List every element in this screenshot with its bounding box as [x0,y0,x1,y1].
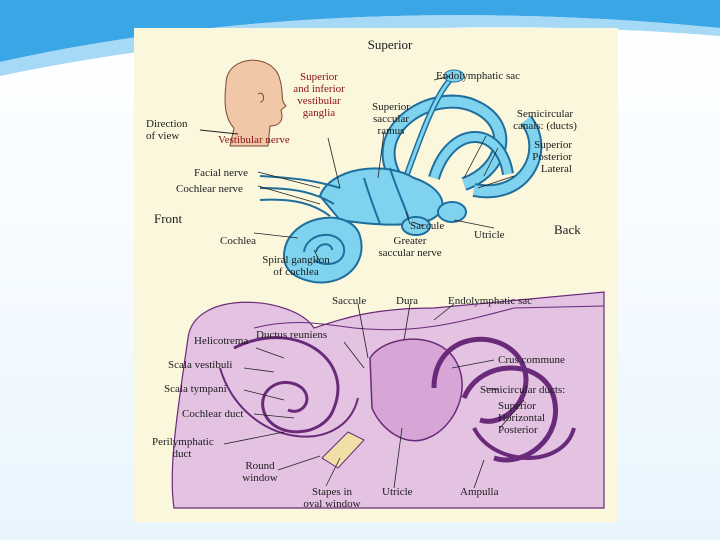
cochlea-spiral [282,216,363,284]
label-lower-utricle: Utricle [382,486,413,498]
semicircular-canals [381,94,543,199]
head-figure [224,59,287,147]
label-greater-saccular-nerve: Greater saccular nerve [378,235,442,259]
label-back: Back [554,222,581,237]
label-duct-names: Superior Horizontal Posterior [498,400,546,436]
label-ductus-reuniens: Ductus reuniens [256,329,328,341]
inner-ear-illustration [171,59,605,509]
label-ampulla: Ampulla [460,486,499,498]
label-scala-tympani: Scala tympani [164,383,227,395]
upper-leader-lines [253,75,515,263]
label-semicircular-canals: Semicircular canals: (ducts) [513,108,577,132]
label-scala-vestibuli: Scala vestibuli [168,359,233,371]
label-vestibular-nerve: Vestibular nerve [218,134,290,146]
lower-section-tissue [171,291,605,509]
vestibule [318,167,444,226]
label-helicotrema: Helicotrema [194,335,249,347]
label-front: Front [154,211,183,226]
label-cochlear-nerve: Cochlear nerve [176,183,243,195]
label-round-window: Round window [242,460,278,484]
diagram-panel: Superior Direction of view Superior and … [134,28,618,522]
label-crus-commune: Crus commune [498,354,565,366]
label-stapes-oval-window: Stapes in oval window [303,486,361,510]
label-direction-of-view: Direction of view [146,118,188,142]
label-perilymphatic-duct: Perilymphatic duct [152,436,214,460]
label-lower-saccule: Saccule [332,295,367,307]
lower-leader-lines [223,303,525,489]
label-superior: Superior [367,37,413,52]
label-endolymphatic-sac: Endolymphatic sac [436,70,521,82]
direction-arrow [199,129,239,135]
label-cochlea: Cochlea [220,235,257,247]
label-superior-saccular-ramus: Superior saccular ramus [372,101,410,137]
label-saccule: Saccule [410,220,445,232]
label-semicircular-ducts: Semicircular ducts: [480,384,566,396]
label-dura: Dura [396,295,418,307]
label-spiral-ganglion: Spiral ganglion of cochlea [262,254,330,278]
label-vestibular-ganglia: Superior and inferior vestibular ganglia [293,71,345,119]
label-utricle: Utricle [474,229,505,241]
label-canal-names: Superior Posterior Lateral [532,139,572,175]
label-lower-endolymphatic-sac: Endolymphatic sac [448,295,533,307]
label-facial-nerve: Facial nerve [194,167,249,179]
label-cochlear-duct: Cochlear duct [182,408,244,420]
